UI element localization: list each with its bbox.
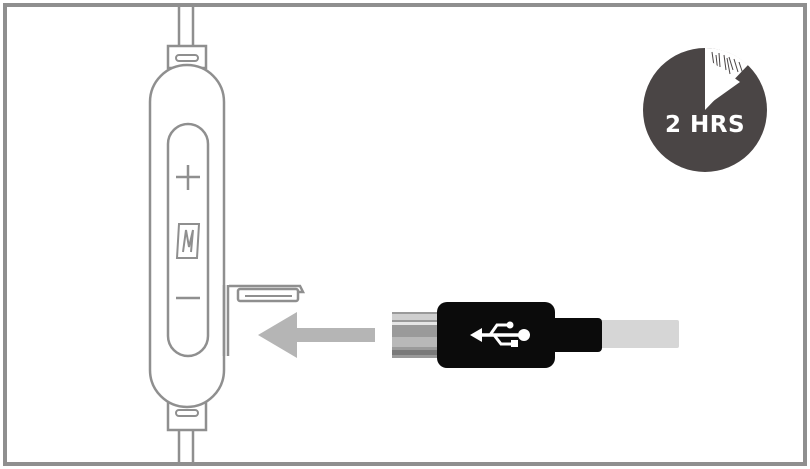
illustration-border [3, 3, 807, 466]
remote-top-strain-relief [166, 44, 208, 70]
insert-arrow-icon [258, 312, 375, 358]
usb-cable-strain-relief [548, 318, 602, 352]
usb-icon [470, 321, 530, 347]
charging-time-indicator [643, 47, 767, 172]
charging-time-label: 2 HRS [664, 112, 746, 138]
strain-relief-slot-bottom [175, 409, 199, 417]
shure-logo-icon [175, 223, 201, 259]
volume-up-icon [176, 165, 200, 190]
headphone-cable [177, 7, 195, 462]
play-triangle-icon [712, 62, 740, 102]
strain-relief-slot-top [175, 54, 199, 62]
charging-port-flap [222, 284, 306, 356]
usb-cable [595, 320, 679, 348]
usb-metal-tip [392, 312, 440, 358]
